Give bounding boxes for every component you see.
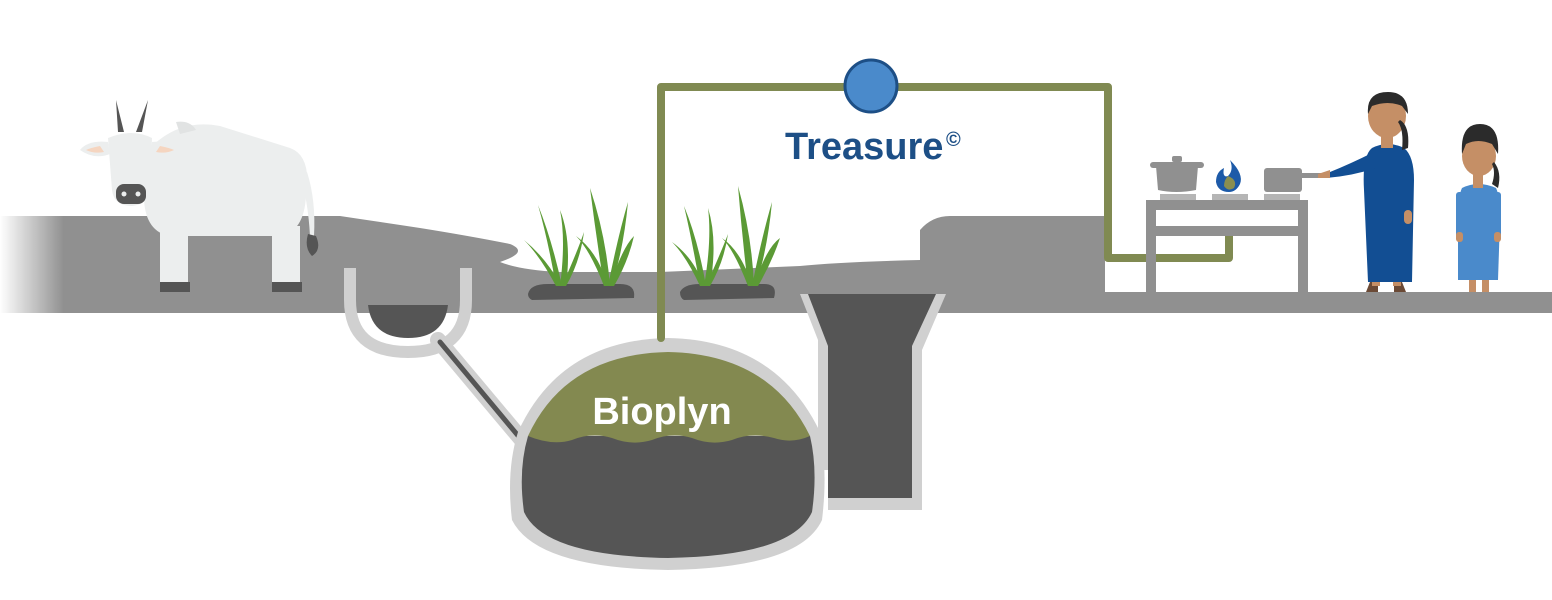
woman-icon — [1318, 92, 1414, 292]
brand-label: Treasure — [785, 126, 943, 168]
biogas-label: Bioplyn — [592, 391, 731, 433]
plant-icon — [576, 188, 634, 286]
plant-icon — [722, 186, 780, 286]
inlet-tank — [344, 268, 530, 448]
plant-icon — [524, 205, 584, 286]
girl-icon — [1456, 124, 1501, 292]
biogas-gas — [528, 352, 810, 443]
plants — [524, 186, 780, 300]
valve-icon — [843, 58, 899, 114]
soil-mound-right — [680, 284, 775, 300]
digester: Bioplyn — [510, 338, 825, 570]
outlet-tank — [800, 294, 946, 510]
gas-pipe — [657, 83, 1233, 342]
stove-icon — [1146, 194, 1308, 294]
soil-mound-left — [528, 284, 635, 300]
digester-slurry — [521, 436, 815, 558]
cow-icon — [80, 100, 319, 292]
flame-icon — [1216, 160, 1241, 192]
ground-right — [1105, 292, 1552, 313]
brand-mark: © — [946, 129, 961, 151]
pan-icon — [1264, 168, 1326, 192]
pot-icon — [1150, 156, 1204, 192]
plant-icon — [672, 206, 728, 286]
